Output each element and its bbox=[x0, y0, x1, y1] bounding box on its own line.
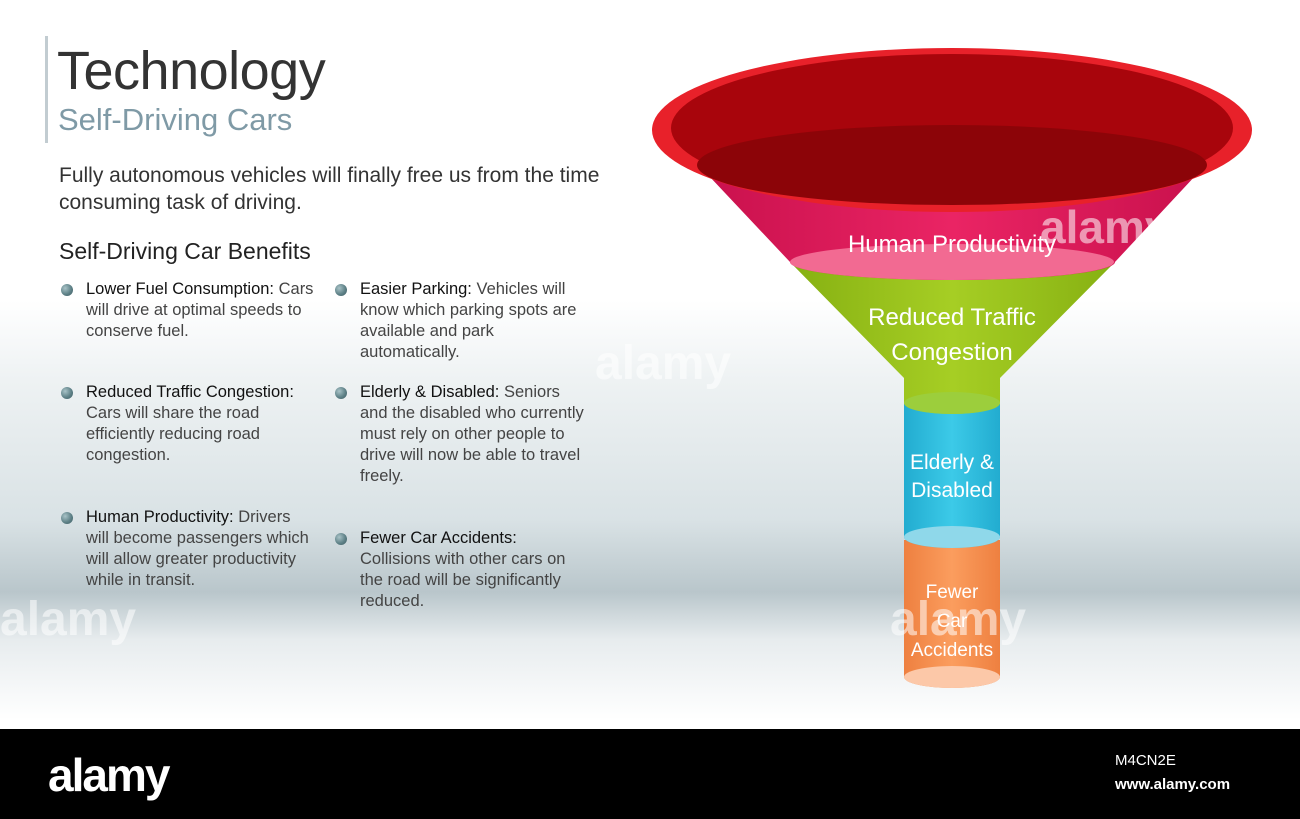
funnel-label-accidents: Accidents bbox=[911, 640, 993, 661]
page-subtitle: Self-Driving Cars bbox=[58, 102, 292, 138]
benefits-heading: Self-Driving Car Benefits bbox=[59, 236, 311, 266]
funnel-label-human-productivity: Human Productivity bbox=[848, 231, 1056, 258]
benefit-name: Lower Fuel Consumption: bbox=[86, 280, 274, 298]
benefit-elderly-disabled: Elderly & Disabled: Seniors and the disa… bbox=[360, 382, 590, 487]
benefit-desc: Cars will share the road efficiently red… bbox=[86, 404, 260, 464]
watermark-footer: alamy M4CN2E www.alamy.com bbox=[0, 729, 1300, 819]
source-url: www.alamy.com bbox=[1115, 775, 1230, 795]
funnel-label-elderly: Elderly & bbox=[910, 451, 994, 474]
image-code: M4CN2E bbox=[1115, 751, 1176, 771]
intro-text: Fully autonomous vehicles will finally f… bbox=[59, 162, 629, 216]
page-title: Technology bbox=[57, 40, 325, 102]
funnel-seam-orange bbox=[904, 526, 1000, 548]
bullet-icon bbox=[61, 387, 73, 399]
benefit-name: Fewer Car Accidents: bbox=[360, 529, 517, 547]
benefit-desc: Collisions with other cars on the road w… bbox=[360, 550, 565, 610]
benefit-name: Human Productivity: bbox=[86, 508, 234, 526]
funnel-label-car: Car bbox=[937, 611, 968, 632]
benefit-fewer-accidents: Fewer Car Accidents: Collisions with oth… bbox=[360, 528, 590, 612]
bullet-icon bbox=[335, 387, 347, 399]
title-accent-bar bbox=[45, 36, 48, 143]
bullet-icon bbox=[335, 533, 347, 545]
benefit-human-productivity: Human Productivity: Drivers will become … bbox=[86, 507, 316, 591]
bullet-icon bbox=[335, 284, 347, 296]
bullet-icon bbox=[61, 284, 73, 296]
benefit-name: Reduced Traffic Congestion: bbox=[86, 383, 294, 401]
benefit-name: Elderly & Disabled: bbox=[360, 383, 499, 401]
funnel-label-reduced-traffic: Reduced Traffic bbox=[868, 304, 1036, 331]
slide: Technology Self-Driving Cars Fully auton… bbox=[0, 0, 1300, 729]
benefit-lower-fuel: Lower Fuel Consumption: Cars will drive … bbox=[86, 279, 316, 342]
funnel-label-congestion: Congestion bbox=[891, 339, 1012, 366]
watermark-mark: alamy bbox=[0, 592, 136, 647]
funnel-label-disabled: Disabled bbox=[911, 479, 993, 502]
benefit-name: Easier Parking: bbox=[360, 280, 472, 298]
benefit-easier-parking: Easier Parking: Vehicles will know which… bbox=[360, 279, 590, 363]
funnel-base-ellipse bbox=[904, 666, 1000, 688]
funnel-label-fewer: Fewer bbox=[926, 582, 979, 603]
bullet-icon bbox=[61, 512, 73, 524]
funnel-inner-shadow bbox=[697, 125, 1207, 205]
funnel-segment-reduced-traffic bbox=[790, 262, 1115, 414]
funnel-seam-blue bbox=[904, 392, 1000, 414]
alamy-logo: alamy bbox=[48, 747, 168, 803]
benefit-reduced-traffic: Reduced Traffic Congestion: Cars will sh… bbox=[86, 382, 316, 466]
